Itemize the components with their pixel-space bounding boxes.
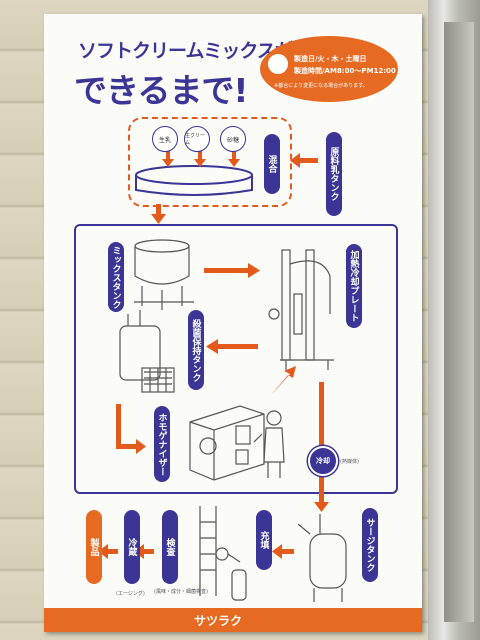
schedule-days: 製造日/火・木・土曜日 <box>294 55 367 63</box>
process-poster: ソフトクリームミックスが できるまで! 製造日/火・木・土曜日 製造時間/AM8… <box>44 14 422 632</box>
schedule-oval: 製造日/火・木・土曜日 製造時間/AM8:00〜PM12:00 ※都合により変更… <box>260 36 398 102</box>
schedule-note: ※都合により変更になる場合があります。 <box>274 83 368 89</box>
surge-tank-drawing <box>297 514 347 602</box>
ingredient-cream: 生クリーム <box>184 126 210 152</box>
plate-exchanger-drawing <box>268 249 334 370</box>
ingredient-arrows <box>162 148 240 167</box>
label-raw-milk-tank: 原料乳タンク <box>326 132 342 216</box>
window-frame <box>428 0 480 640</box>
label-mixing: 混合 <box>264 134 280 194</box>
schedule-hours: 製造時間/AM8:00〜PM12:00 <box>294 67 396 75</box>
process-illustration <box>98 148 347 602</box>
process-arrows <box>116 263 329 512</box>
ingredient-milk: 生乳 <box>152 126 178 152</box>
cooling-circle: 冷却 <box>308 446 338 476</box>
mixing-area <box>128 117 292 207</box>
mixing-vat-rim <box>135 165 253 185</box>
worker-figure <box>253 410 285 478</box>
label-heat-cool-plate: 加熱冷却プレート <box>346 244 362 328</box>
poster-title-line1: ソフトクリームミックスが <box>78 40 294 62</box>
window-frame-inner <box>444 22 474 622</box>
arrow-raw-to-mix <box>290 153 318 168</box>
brand-bar: サツラク <box>44 608 422 632</box>
holding-tank-drawing <box>119 310 175 393</box>
arrow-down-to-mixtank <box>151 204 166 224</box>
label-sterile-tank: 殺菌保持タンク <box>188 310 204 390</box>
cooling-note: (熱媒体) <box>340 459 359 465</box>
processing-area <box>74 224 398 494</box>
filling-machine-drawing <box>199 506 247 601</box>
label-cold-storage: 冷蔵 <box>124 510 140 584</box>
poster-title-line2: できるまで! <box>74 71 248 110</box>
label-filling: 充填 <box>256 510 272 570</box>
label-surge-tank: サージタンク <box>362 508 378 582</box>
label-inspection: 検査 <box>162 510 178 584</box>
storage-note: (エージング) <box>116 591 145 597</box>
label-homogenizer: ホモゲナイザー <box>154 406 170 482</box>
ingredient-sugar: 砂糖 <box>220 126 246 152</box>
mix-tank-drawing <box>134 239 194 310</box>
mixing-vat-body <box>135 175 253 196</box>
homogenizer-drawing <box>189 405 265 481</box>
inspection-note: (風味・成分・細菌検査) <box>154 589 208 595</box>
brand-logo-text: サツラク <box>194 614 243 628</box>
label-product: 製品 <box>86 510 102 584</box>
schedule-badge <box>268 54 288 74</box>
label-mix-tank: ミックスタンク <box>108 242 124 312</box>
